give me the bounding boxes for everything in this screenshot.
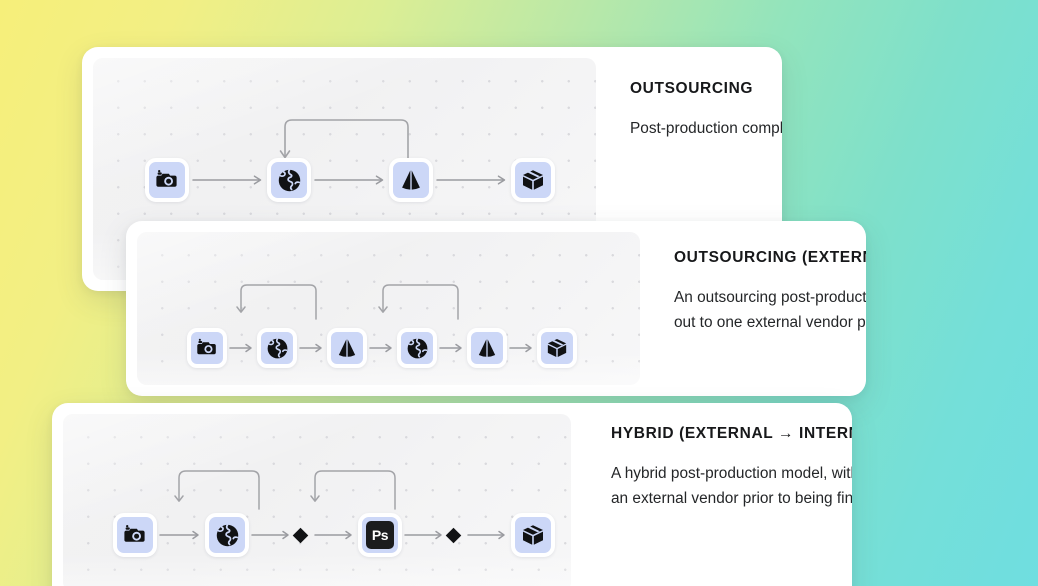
card-description: Post-production completed entirely by an… (630, 119, 782, 137)
connector-arrow (507, 342, 537, 354)
flow-outsourcing-ext-ext (187, 328, 577, 368)
globe-icon (215, 523, 240, 548)
node-globe[interactable] (205, 513, 249, 557)
card-outsourcing-external-external[interactable]: OUTSOURCING (EXTERNAL → EXTE An outsourc… (126, 221, 866, 396)
node-globe[interactable] (267, 158, 311, 202)
connector-arrow (465, 529, 511, 541)
node-package[interactable] (511, 513, 555, 557)
card-hybrid-external-internal[interactable]: Ps (52, 403, 852, 586)
pyramid-icon (476, 337, 498, 359)
photoshop-icon: Ps (366, 521, 394, 549)
flow-outsourcing (145, 158, 555, 202)
card-title: OUTSOURCING (630, 80, 754, 97)
node-camera[interactable] (113, 513, 157, 557)
diagram-panel-outsourcing-ext-ext (137, 232, 640, 385)
card-body-outsourcing: OUTSOURCING Post-production completed en… (596, 47, 782, 291)
pyramid-icon (336, 337, 358, 359)
package-icon (546, 337, 568, 359)
globe-icon (266, 337, 289, 360)
diamond-node[interactable] (292, 527, 309, 543)
diamond-node[interactable] (445, 527, 462, 543)
connector-arrow (311, 174, 389, 186)
connector-arrow (227, 342, 257, 354)
connector-arrow (189, 174, 267, 186)
connector-arrow (437, 342, 467, 354)
diagram-panel-hybrid: Ps (63, 414, 571, 586)
camera-icon (123, 523, 147, 547)
dot-grid (63, 414, 571, 586)
node-package[interactable] (511, 158, 555, 202)
card-description: An outsourcing post-production model, ou… (674, 288, 866, 331)
camera-icon (196, 337, 218, 359)
node-camera[interactable] (187, 328, 227, 368)
pyramid-icon (399, 168, 423, 192)
node-pyramid[interactable] (467, 328, 507, 368)
connector-arrow (297, 342, 327, 354)
globe-icon (406, 337, 429, 360)
node-photoshop[interactable]: Ps (358, 513, 402, 557)
card-body-hybrid: HYBRID (EXTERNAL → INTERNAL) A hybrid po… (571, 403, 852, 586)
package-icon (521, 523, 545, 547)
camera-icon (155, 168, 179, 192)
node-pyramid[interactable] (327, 328, 367, 368)
package-icon (521, 168, 545, 192)
connector-arrow (433, 174, 511, 186)
card-title: OUTSOURCING (EXTERNAL → EXTE (674, 249, 866, 266)
node-globe[interactable] (397, 328, 437, 368)
globe-icon (277, 168, 302, 193)
node-pyramid[interactable] (389, 158, 433, 202)
flow-hybrid: Ps (113, 513, 555, 557)
connector-arrow (249, 529, 295, 541)
card-description: A hybrid post-production model, with ima… (611, 464, 852, 507)
node-package[interactable] (537, 328, 577, 368)
card-title: HYBRID (EXTERNAL → INTERNAL) (611, 425, 852, 442)
node-globe[interactable] (257, 328, 297, 368)
connector-arrow (402, 529, 448, 541)
node-camera[interactable] (145, 158, 189, 202)
connector-arrow (367, 342, 397, 354)
connector-arrow (312, 529, 358, 541)
card-body-outsourcing-ext-ext: OUTSOURCING (EXTERNAL → EXTE An outsourc… (640, 221, 866, 396)
connector-arrow (157, 529, 205, 541)
